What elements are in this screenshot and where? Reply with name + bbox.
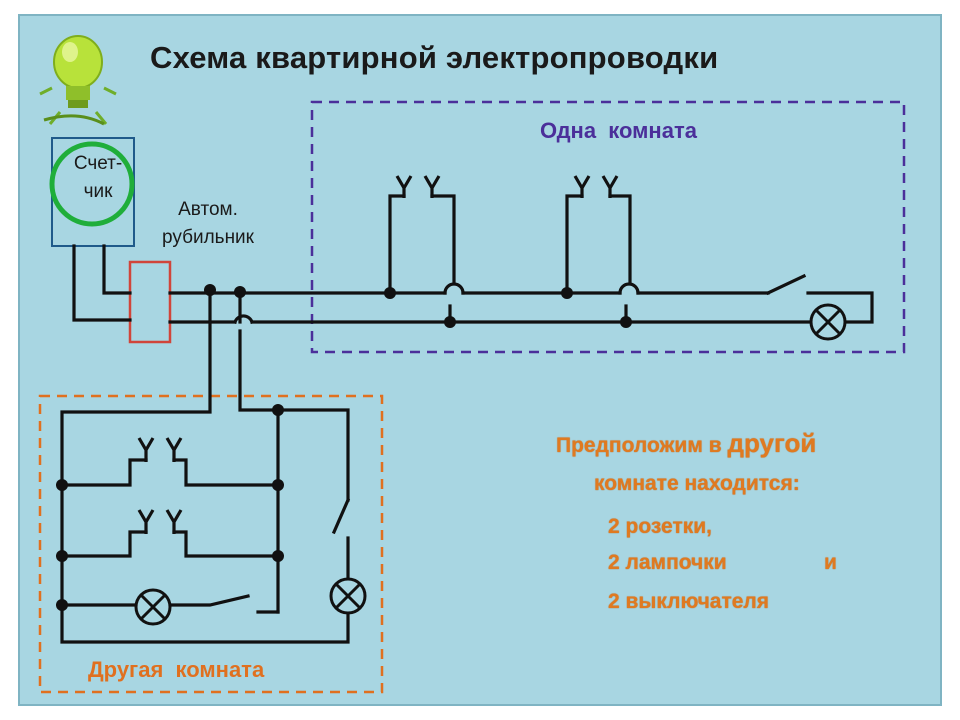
meter-label: Счет- чик xyxy=(58,150,138,206)
note-line3: 2 розетки, xyxy=(608,515,712,538)
note-line4: 2 лампочки xyxy=(608,551,727,574)
room-two-box xyxy=(38,394,384,694)
note-line1-b: другой xyxy=(727,428,817,458)
socket-icon xyxy=(395,175,441,198)
wires xyxy=(60,194,874,644)
breaker-box xyxy=(128,260,172,344)
meter-label-line2: чик xyxy=(83,181,113,202)
lightbulb-icon xyxy=(39,35,117,126)
meter-ring xyxy=(49,141,135,227)
note-line1-a: Предположим в xyxy=(556,434,728,457)
breaker-label-line2: рубильник xyxy=(162,227,254,248)
note-line2: комнате находится: xyxy=(594,472,800,495)
lamp-icon xyxy=(329,577,367,615)
socket-icon xyxy=(573,175,619,198)
note-line4-and: и xyxy=(824,551,837,574)
slide-panel xyxy=(18,14,942,706)
page-title: Схема квартирной электропроводки xyxy=(150,40,719,75)
room-two-label: Другая комната xyxy=(88,657,265,682)
room-one-box xyxy=(310,100,906,354)
lamp-icon xyxy=(809,303,847,341)
breaker-label: Автом. рубильник xyxy=(143,196,273,252)
meter-label-line1: Счет- xyxy=(73,153,123,174)
room-one-label: Одна комната xyxy=(540,118,697,143)
socket-icon xyxy=(137,437,183,462)
note-line1: Предположим в другой xyxy=(556,428,816,459)
breaker-label-line1: Автом. xyxy=(178,199,238,220)
note-line5: 2 выключателя xyxy=(608,590,770,613)
junctions xyxy=(56,284,632,611)
socket-icon xyxy=(137,509,183,534)
lamp-icon xyxy=(134,588,172,626)
